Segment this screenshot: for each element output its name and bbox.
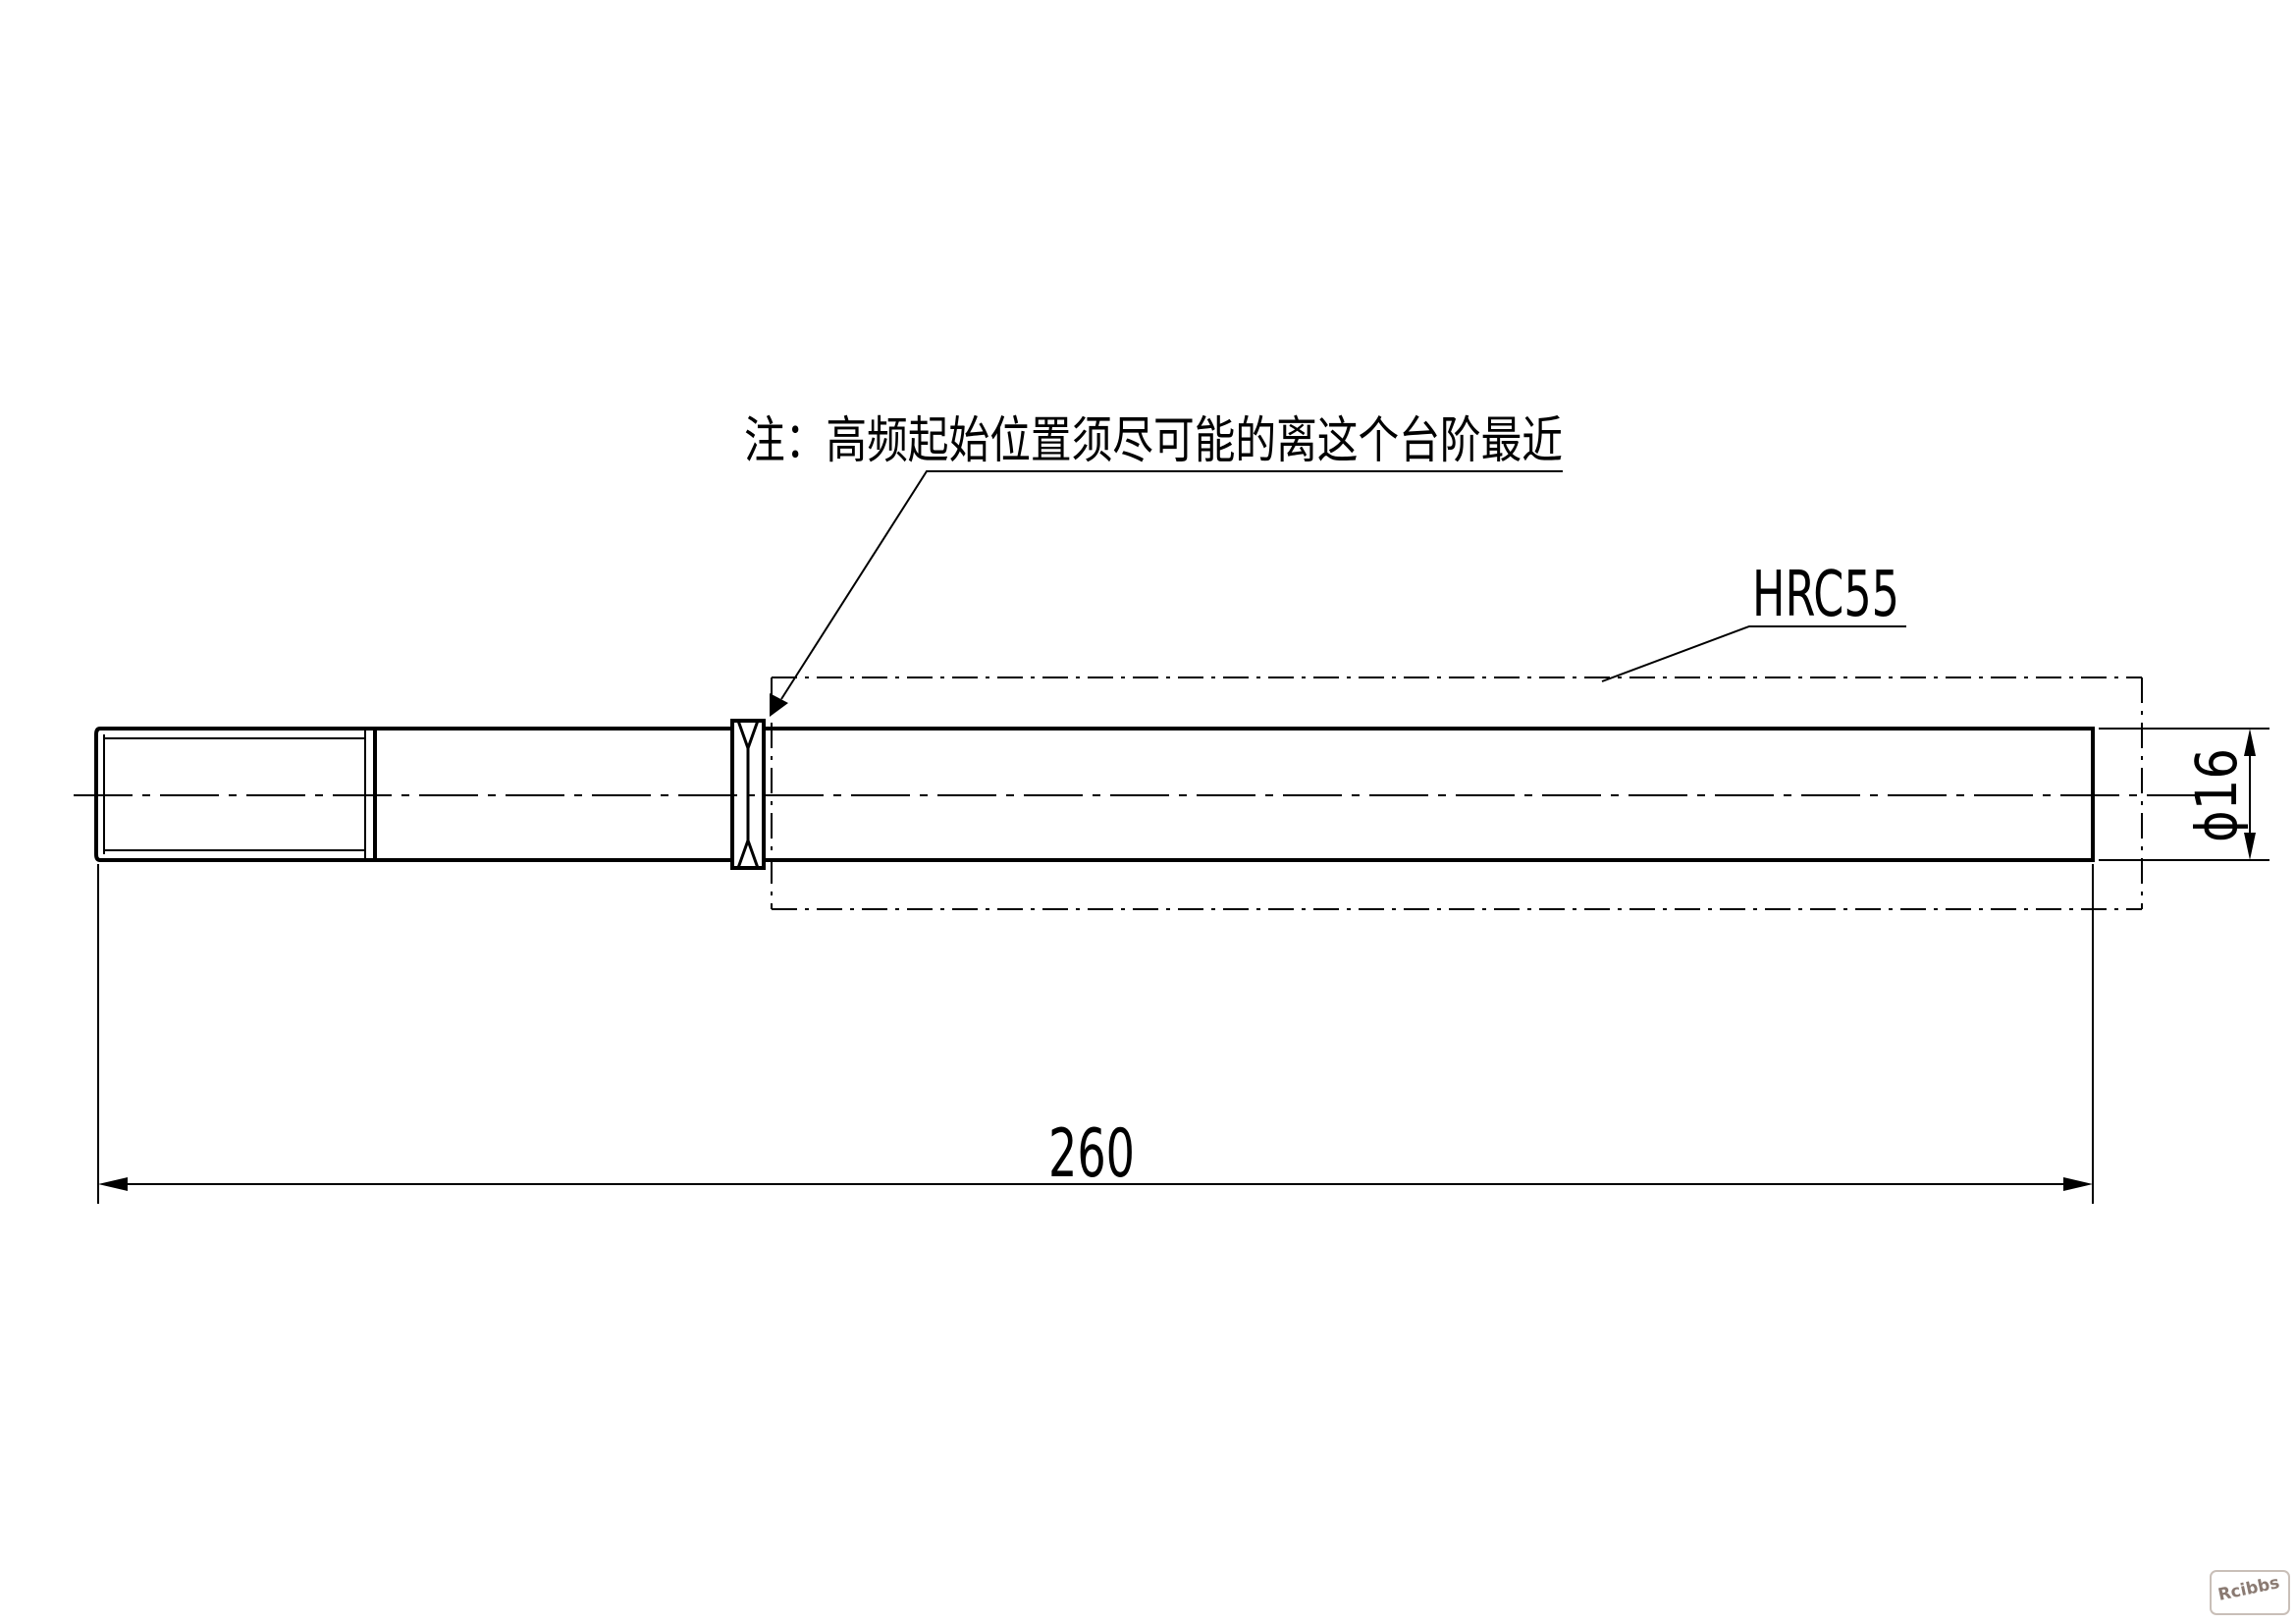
note-text: 注：高频起始位置须尽可能的离这个台阶最近 bbox=[744, 412, 1563, 470]
note-leader-arrow bbox=[770, 693, 788, 717]
length-dimension bbox=[97, 864, 2094, 1204]
groove-v bbox=[736, 720, 760, 869]
watermark-box bbox=[2210, 1570, 2290, 1615]
watermark: Rcibbs bbox=[2210, 1570, 2290, 1615]
threaded-end bbox=[94, 727, 377, 862]
arrow-right bbox=[2063, 1177, 2093, 1191]
diameter-arrow-bottom bbox=[2244, 833, 2256, 860]
arrow-left bbox=[98, 1177, 128, 1191]
hardened-zone bbox=[771, 677, 2143, 910]
hardness-leader bbox=[1601, 625, 1906, 682]
watermark-logo: Rcibbs bbox=[2216, 1573, 2281, 1605]
diameter-dimension bbox=[2099, 728, 2269, 861]
note-leader bbox=[770, 470, 1563, 717]
length-dimension-value: 260 bbox=[1048, 1115, 1135, 1193]
diameter-arrow-top bbox=[2244, 729, 2256, 756]
main-shaft bbox=[764, 727, 2095, 862]
shaft-outline bbox=[94, 719, 2095, 870]
diameter-dimension-value: ϕ16 bbox=[2183, 748, 2250, 842]
hardness-label: HRC55 bbox=[1752, 559, 1899, 631]
groove-step bbox=[730, 719, 766, 870]
